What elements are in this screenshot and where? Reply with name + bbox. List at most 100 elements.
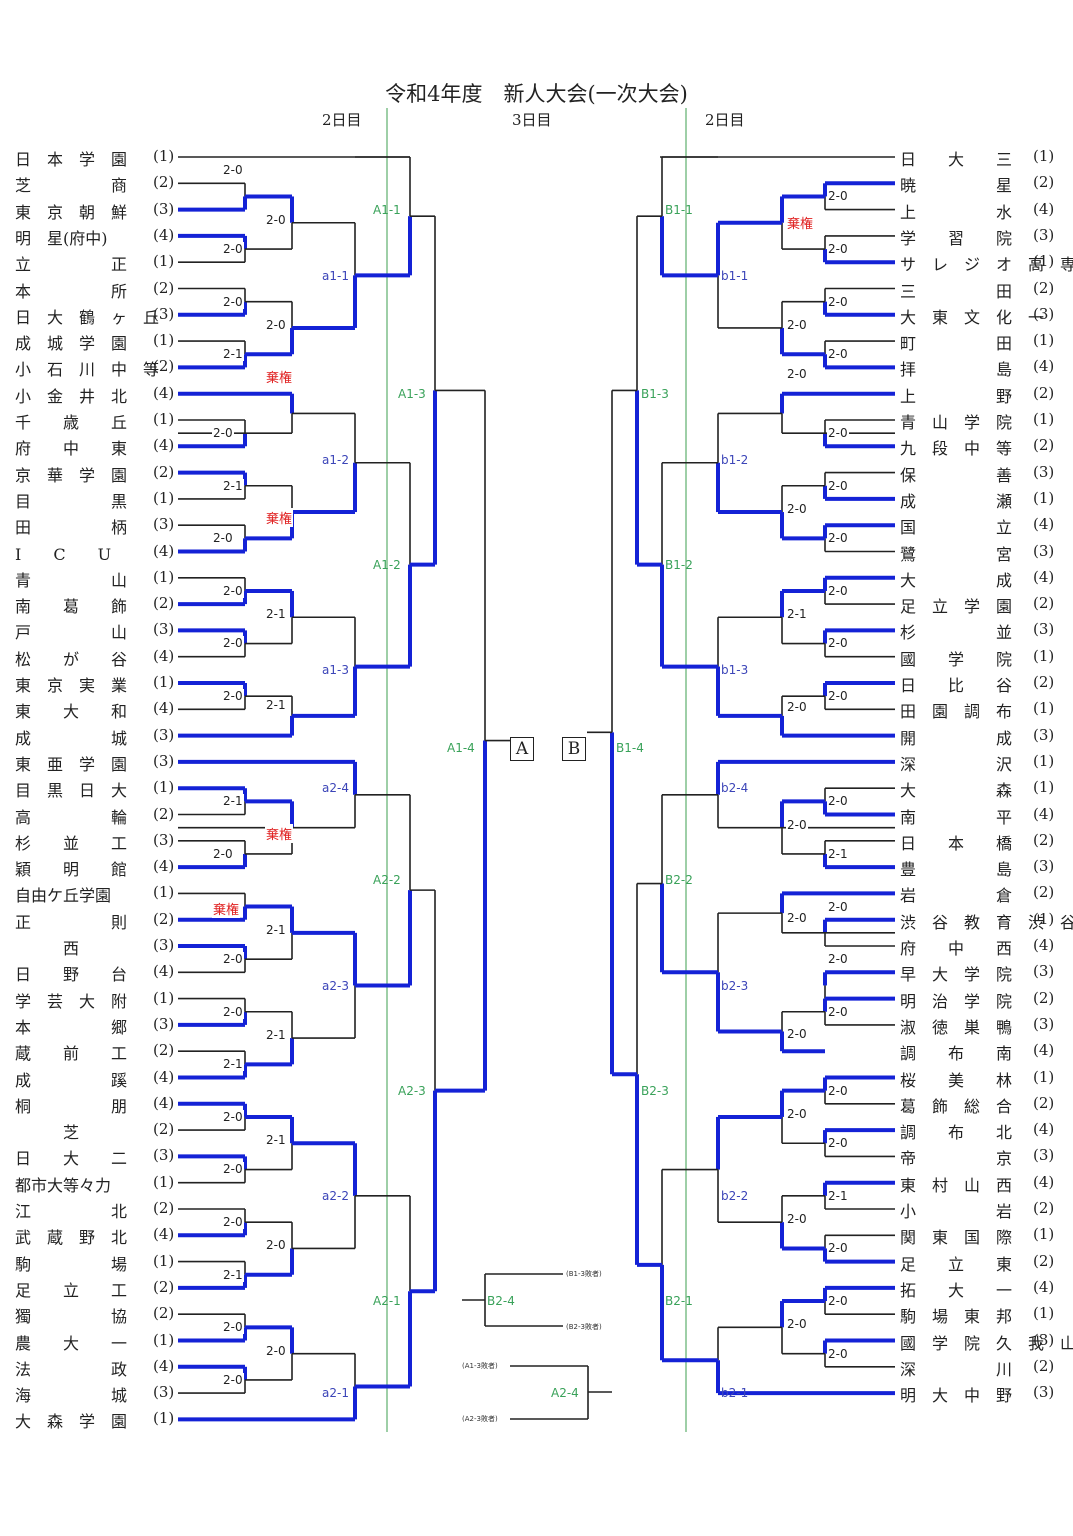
seed-right-37: (4) <box>1033 1120 1055 1139</box>
score-left-16: 2-1 <box>222 794 244 809</box>
match-label-b2-1: B2-1 <box>665 1294 693 1308</box>
team-right-34: 調 布 南 <box>900 1044 1013 1064</box>
match-label-b2-2: b2-2 <box>721 1189 749 1203</box>
team-left-21: 東 大 和 <box>15 702 128 722</box>
seed-left-22: (3) <box>153 725 175 744</box>
match-label-b1-3: b1-3 <box>721 663 749 677</box>
match-label-a1-2: a1-2 <box>322 453 349 467</box>
score-left-15: 2-1 <box>265 697 287 712</box>
team-left-6: 日 大 鶴 ヶ 丘 <box>15 307 160 327</box>
match-label-b2-3: b2-3 <box>721 979 749 993</box>
score-right-32: 2-0 <box>786 1317 808 1332</box>
team-left-44: 獨 協 <box>15 1307 128 1327</box>
seed-right-10: (1) <box>1033 410 1055 428</box>
match-label-a2-1: a2-1 <box>322 1386 349 1400</box>
seed-left-7: (1) <box>153 331 175 350</box>
score-right-7: 2-0 <box>786 367 808 382</box>
seed-left-33: (3) <box>153 1014 175 1033</box>
team-left-31: 日 野 台 <box>15 965 128 985</box>
team-left-35: 成 蹊 <box>15 1070 128 1090</box>
score-left-31: 2-0 <box>222 1320 244 1335</box>
match-label-a2-4: A2-4 <box>551 1386 579 1400</box>
score-right-4: 2-0 <box>827 347 849 362</box>
team-left-13: 目 黒 <box>15 491 128 511</box>
seed-right-30: (4) <box>1033 936 1055 954</box>
match-label-b1-3: B1-3 <box>641 387 669 401</box>
seed-left-8: (2) <box>153 357 175 376</box>
team-right-18: 杉 並 <box>900 623 1013 643</box>
seed-right-47: (3) <box>1033 1383 1055 1402</box>
seed-right-42: (2) <box>1033 1251 1055 1270</box>
score-right-15: 2-0 <box>786 699 808 714</box>
team-right-4: サ レ ジ オ 高 専 <box>900 255 1073 275</box>
seed-right-46: (2) <box>1033 1356 1055 1375</box>
team-right-47: 明 大 中 野 <box>900 1386 1013 1406</box>
team-left-36: 桐 朋 <box>15 1096 128 1116</box>
team-left-34: 蔵 前 工 <box>15 1044 128 1064</box>
score-right-11: 2-0 <box>827 583 849 598</box>
seed-right-35: (1) <box>1033 1067 1055 1086</box>
score-left-29: 2-1 <box>222 1267 244 1282</box>
team-right-35: 桜 美 林 <box>900 1070 1013 1090</box>
score-right-1: 2-0 <box>827 241 849 256</box>
seed-right-21: (1) <box>1033 699 1055 718</box>
score-left-20: 2-0 <box>222 952 244 966</box>
team-left-8: 小 石 川 中 等 <box>15 360 160 380</box>
score-right-12: 2-0 <box>827 636 849 651</box>
seed-right-2: (4) <box>1033 199 1055 218</box>
seed-left-29: (2) <box>153 909 175 928</box>
score-left-14: 2-0 <box>222 689 244 703</box>
team-right-39: 東 村 山 西 <box>900 1175 1013 1195</box>
note-a1-3-loser: (A1-3敗者) <box>462 1362 498 1370</box>
team-right-30: 府 中 西 <box>900 939 1013 958</box>
seed-left-21: (4) <box>153 699 175 718</box>
team-left-1: 芝 商 <box>15 176 128 196</box>
seed-right-9: (2) <box>1033 383 1055 402</box>
score-left-13: 2-1 <box>265 607 287 622</box>
match-label-a2-1: A2-1 <box>373 1294 401 1308</box>
score-right-25: 2-0 <box>827 1136 849 1151</box>
score-left-11: 2-0 <box>222 583 244 598</box>
score-right-30: 2-0 <box>827 1293 849 1308</box>
team-left-12: 京 華 学 園 <box>15 465 128 485</box>
match-label-b2-4: B2-4 <box>487 1294 515 1308</box>
team-left-46: 法 政 <box>15 1359 128 1379</box>
match-label-a1-2: A1-2 <box>373 558 401 572</box>
team-right-12: 保 善 <box>900 465 1013 485</box>
seed-right-3: (3) <box>1033 225 1055 244</box>
team-left-40: 江 北 <box>15 1202 128 1221</box>
team-right-2: 上 水 <box>900 202 1013 222</box>
score-right-16: 2-0 <box>827 794 849 809</box>
seed-right-40: (2) <box>1033 1199 1055 1217</box>
seed-right-26: (2) <box>1033 830 1055 849</box>
team-left-39: 都市大等々力 <box>15 1175 112 1195</box>
seed-left-5: (2) <box>153 278 175 297</box>
team-right-8: 拝 島 <box>900 360 1013 380</box>
score-left-4: 2-1 <box>222 347 244 362</box>
seed-left-15: (4) <box>153 541 175 560</box>
final-box-b: B <box>562 737 586 761</box>
seed-right-28: (2) <box>1033 883 1055 902</box>
team-right-19: 國 学 院 <box>900 649 1013 669</box>
team-right-32: 明 治 学 院 <box>900 991 1013 1011</box>
seed-left-9: (4) <box>153 383 175 402</box>
seed-right-29: (1) <box>1033 909 1055 928</box>
score-left-27: 2-1 <box>265 1133 287 1148</box>
team-left-15: I C U <box>15 544 112 564</box>
score-right-6: 2-0 <box>827 426 849 440</box>
seed-left-41: (4) <box>153 1225 175 1244</box>
score-right-19: 2-0 <box>827 899 849 914</box>
team-right-31: 早 大 学 院 <box>900 965 1013 985</box>
team-left-45: 農 大 一 <box>15 1333 128 1353</box>
team-left-9: 小 金 井 北 <box>15 386 128 406</box>
team-right-43: 拓 大 一 <box>900 1280 1013 1300</box>
seed-right-5: (2) <box>1033 278 1055 297</box>
seed-right-24: (1) <box>1033 778 1055 797</box>
seed-right-18: (3) <box>1033 620 1055 639</box>
team-left-29: 正 則 <box>15 912 128 932</box>
score-right-22: 2-0 <box>827 1004 849 1019</box>
match-label-a2-4: a2-4 <box>322 781 349 795</box>
team-left-27: 穎 明 館 <box>15 860 128 880</box>
note-b2-3-loser: (B2-3敗者) <box>566 1323 602 1331</box>
score-right-9: 2-0 <box>827 531 849 546</box>
